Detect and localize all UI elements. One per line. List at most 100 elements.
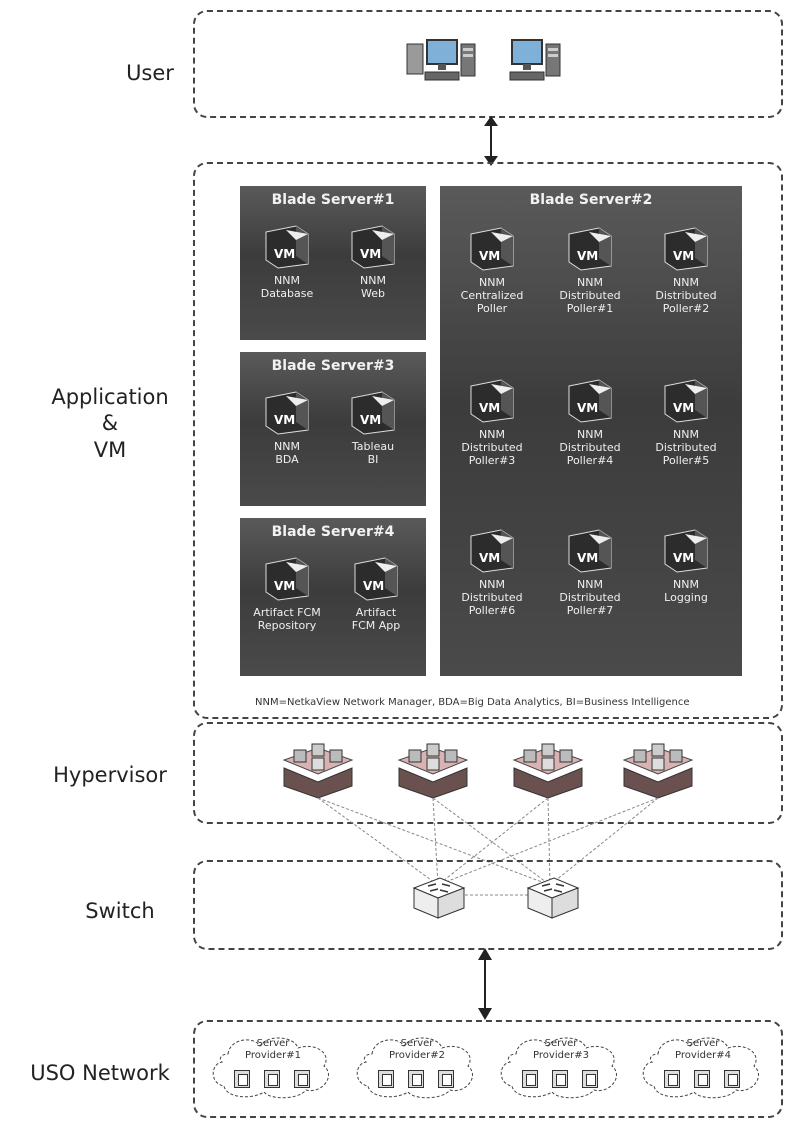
- layer-label-user: User: [126, 61, 174, 85]
- server-icon: [408, 1070, 424, 1088]
- svg-text:VM: VM: [673, 551, 694, 565]
- vm-box-icon: VM: [664, 227, 708, 271]
- vm-box-icon: VM: [470, 227, 514, 271]
- svg-text:VM: VM: [673, 249, 694, 263]
- vm-box-icon: VM: [664, 379, 708, 423]
- uso-network-layer-box: [193, 1020, 783, 1118]
- layer-label-uso-network: USO Network: [30, 1061, 170, 1085]
- application-line-3: VM: [93, 437, 127, 462]
- vm-box-icon: VM: [265, 557, 309, 601]
- svg-text:VM: VM: [479, 551, 500, 565]
- switch-layer-box: [193, 860, 783, 950]
- vm-box-icon: VM: [470, 379, 514, 423]
- server-icon: [694, 1070, 710, 1088]
- vm-box-icon: VM: [470, 529, 514, 573]
- blade-server-title: Blade Server#1: [271, 192, 395, 208]
- hypervisor-stack-icon: [622, 743, 694, 799]
- server-icon: [552, 1070, 568, 1088]
- blade-server-title: Blade Server#2: [529, 192, 653, 208]
- layer-label-application: Application & VM: [30, 384, 190, 463]
- hypervisor-stack-icon: [512, 743, 584, 799]
- desktop-computer-icon: [509, 39, 561, 81]
- svg-text:VM: VM: [577, 249, 598, 263]
- server-icon: [522, 1070, 538, 1088]
- server-icon: [724, 1070, 740, 1088]
- blade-server-title: Blade Server#4: [271, 524, 395, 540]
- server-icon: [438, 1070, 454, 1088]
- svg-text:VM: VM: [360, 247, 381, 261]
- server-icon: [582, 1070, 598, 1088]
- vm-box-icon: VM: [354, 557, 398, 601]
- hypervisor-layer-box: [193, 722, 783, 824]
- svg-text:VM: VM: [577, 401, 598, 415]
- vm-box-icon: VM: [265, 225, 309, 269]
- double-arrow-icon: [484, 116, 498, 166]
- server-icon: [378, 1070, 394, 1088]
- svg-text:VM: VM: [363, 579, 384, 593]
- hypervisor-stack-icon: [397, 743, 469, 799]
- network-switch-icon: [412, 877, 466, 919]
- application-line-1: Application: [51, 385, 169, 409]
- svg-text:VM: VM: [274, 413, 295, 427]
- user-layer-box: [193, 10, 783, 118]
- svg-text:VM: VM: [577, 551, 598, 565]
- server-icon: [234, 1070, 250, 1088]
- vm-box-icon: VM: [568, 529, 612, 573]
- double-arrow-icon: [478, 948, 492, 1020]
- vm-box-icon: VM: [568, 379, 612, 423]
- server-icon: [294, 1070, 310, 1088]
- vm-box-icon: VM: [351, 225, 395, 269]
- svg-text:VM: VM: [274, 247, 295, 261]
- server-icon: [264, 1070, 280, 1088]
- vm-box-icon: VM: [265, 391, 309, 435]
- network-switch-icon: [526, 877, 580, 919]
- svg-text:VM: VM: [479, 401, 500, 415]
- application-layer-box: [193, 162, 783, 719]
- abbreviation-footnote: NNM=NetkaView Network Manager, BDA=Big D…: [255, 697, 690, 708]
- vm-box-icon: VM: [664, 529, 708, 573]
- svg-text:VM: VM: [479, 249, 500, 263]
- layer-label-hypervisor: Hypervisor: [53, 763, 167, 787]
- svg-text:VM: VM: [274, 579, 295, 593]
- server-icon: [664, 1070, 680, 1088]
